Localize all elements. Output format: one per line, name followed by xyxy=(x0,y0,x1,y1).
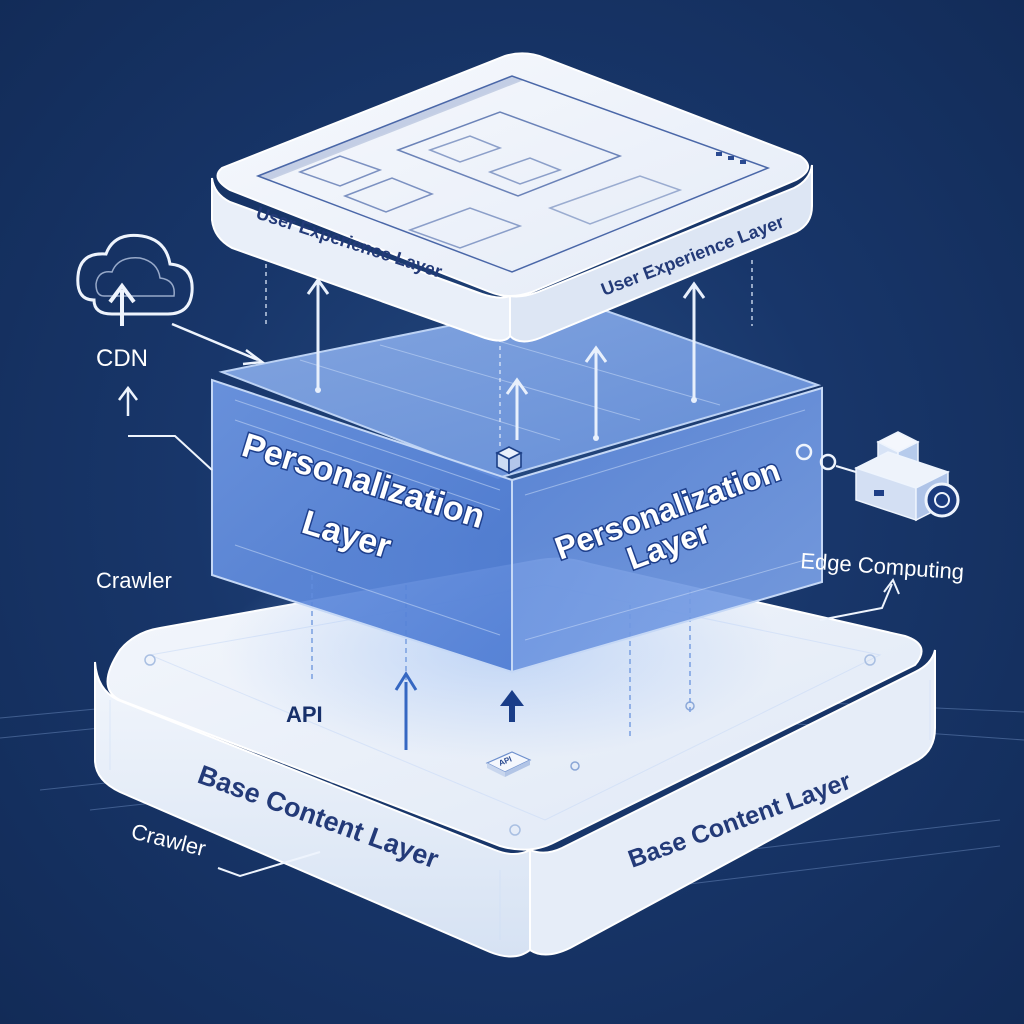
cdn-label: CDN xyxy=(96,345,148,372)
ux-wireframe xyxy=(255,75,771,273)
crawler-label-upper: Crawler xyxy=(96,568,172,593)
cube-icon xyxy=(495,446,523,475)
upward-arrows xyxy=(306,277,706,441)
base-layer-right-face xyxy=(529,649,936,956)
user-experience-layer: User Experience Layer User Experience La… xyxy=(211,52,813,343)
api-chip-icon: API xyxy=(485,751,532,777)
ux-top-face xyxy=(216,52,809,297)
edge-computing-label: Edge Computing xyxy=(800,548,965,584)
api-arrows xyxy=(394,671,524,750)
ux-drop-lines xyxy=(265,248,753,450)
personalization-right-face xyxy=(511,386,823,674)
api-label: API xyxy=(286,702,323,727)
cloud-upload-icon xyxy=(76,233,194,326)
ux-window-controls xyxy=(716,152,746,164)
ux-right-face xyxy=(509,164,813,343)
cdn-group: CDN xyxy=(76,233,266,471)
server-cube-icon xyxy=(854,431,960,522)
personalization-layer: Personalization Layer Personalization La… xyxy=(211,298,823,674)
